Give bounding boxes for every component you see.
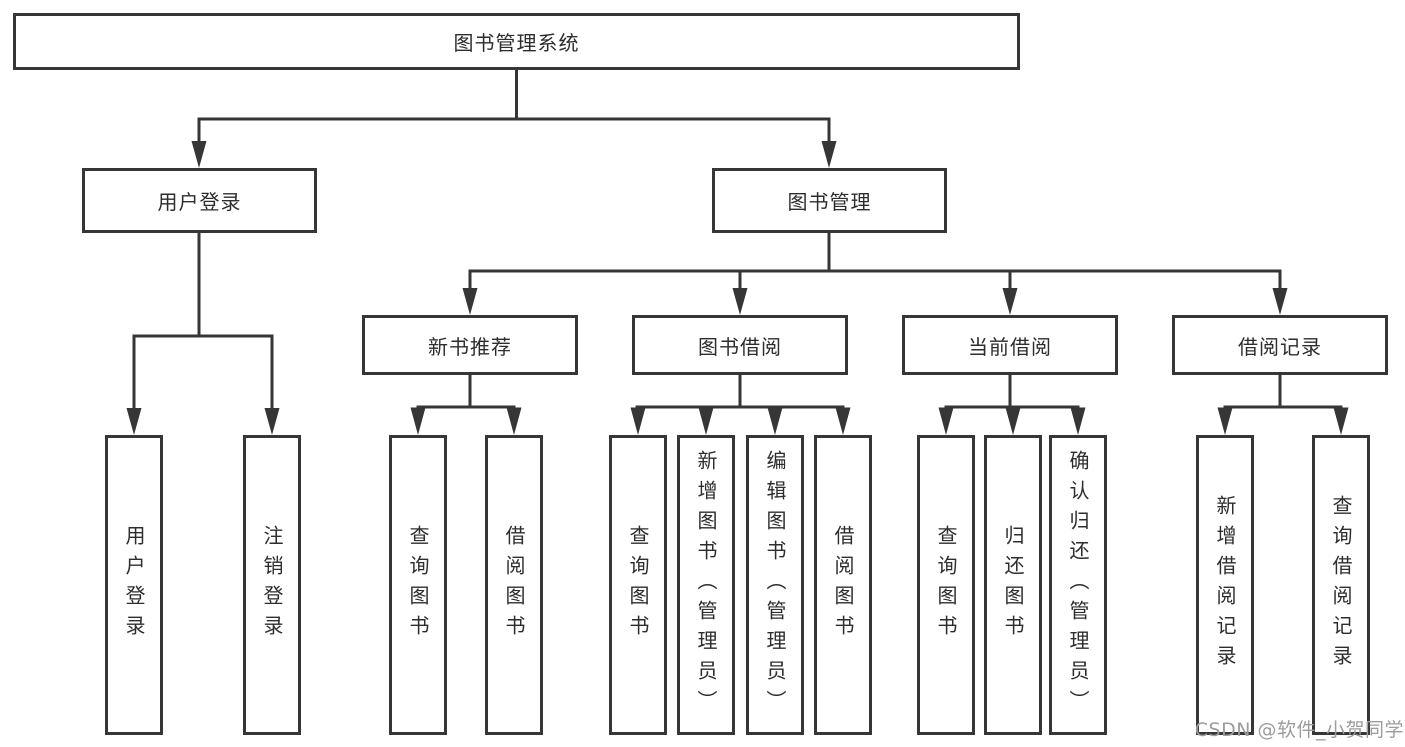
node-query-books-recommend: 查询图书	[389, 435, 447, 735]
csdn-watermark: CSDN @软件_小贺同学	[1194, 719, 1404, 741]
node-current-borrow: 当前借阅	[902, 315, 1118, 375]
node-user-login-leaf: 用户登录	[105, 435, 163, 735]
node-query-borrow-record: 查询借阅记录	[1312, 435, 1370, 735]
node-new-book-recommend: 新书推荐	[362, 315, 578, 375]
node-book-management: 图书管理	[712, 168, 947, 233]
node-query-books-borrow: 查询图书	[609, 435, 667, 735]
node-return-books: 归还图书	[984, 435, 1042, 735]
node-library-management-system: 图书管理系统	[13, 13, 1020, 70]
connector-root-to-level2	[191, 70, 837, 168]
node-logout-leaf: 注销登录	[243, 435, 301, 735]
node-confirm-return-admin: 确认归还（管理员）	[1049, 435, 1107, 735]
connector-current-borrow-to-leaves	[938, 375, 1086, 435]
node-book-borrow: 图书借阅	[632, 315, 848, 375]
connector-book-management-to-level3	[462, 233, 1288, 315]
connector-user-login-to-leaves	[126, 233, 280, 435]
node-query-books-current: 查询图书	[917, 435, 975, 735]
connector-book-borrow-to-leaves	[630, 375, 851, 435]
node-borrow-books-recommend: 借阅图书	[485, 435, 543, 735]
node-user-login: 用户登录	[82, 168, 317, 233]
connector-borrow-records-to-leaves	[1217, 375, 1349, 435]
node-add-books-admin: 新增图书（管理员）	[677, 435, 735, 735]
node-borrow-books-leaf: 借阅图书	[814, 435, 872, 735]
connector-new-book-recommend-to-leaves	[410, 375, 522, 435]
node-edit-books-admin: 编辑图书（管理员）	[746, 435, 804, 735]
node-borrow-records: 借阅记录	[1172, 315, 1388, 375]
node-add-borrow-record: 新增借阅记录	[1196, 435, 1254, 735]
